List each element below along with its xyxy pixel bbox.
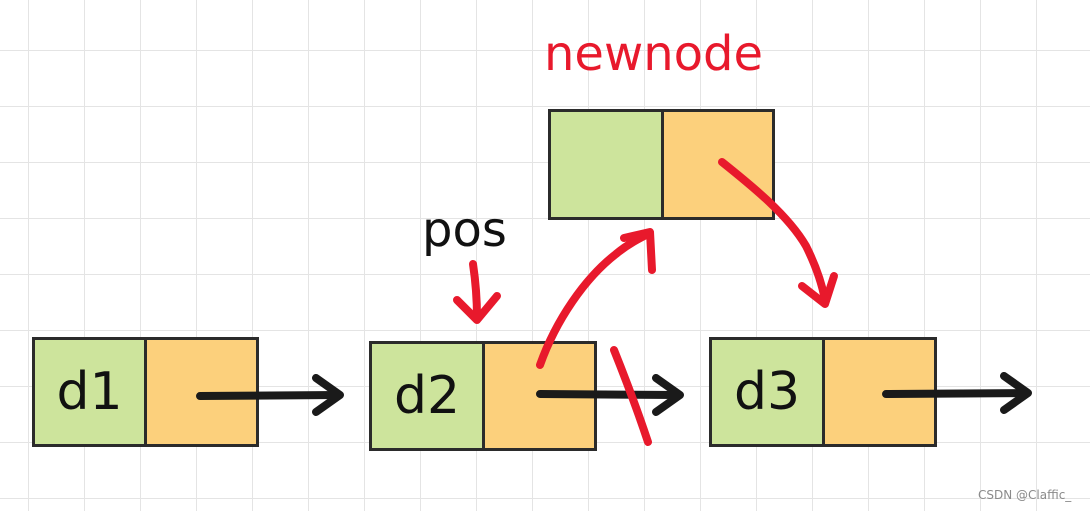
arrow-d1-to-d2	[196, 391, 342, 400]
cut-mark-old-link	[610, 346, 652, 446]
arrowhead-d1-to-d2	[312, 374, 344, 416]
pos-pointer-arrowhead	[453, 292, 501, 324]
node-d3-label: d3	[733, 362, 801, 422]
arrow-d2-to-newnode	[536, 230, 652, 369]
arrowhead-d2-to-newnode	[620, 228, 656, 274]
newnode-data-cell	[548, 109, 664, 220]
arrow-d2-to-d3	[536, 390, 682, 399]
node-d1-data-cell: d1	[32, 337, 147, 447]
pos-pointer-arrow	[469, 260, 481, 322]
arrowhead-newnode-to-d3	[798, 272, 838, 308]
newnode-next-cell	[661, 109, 775, 220]
node-d2-label: d2	[393, 366, 461, 426]
node-d2-data-cell: d2	[369, 341, 485, 451]
node-d1-label: d1	[56, 362, 123, 422]
arrow-newnode-to-d3	[718, 158, 829, 304]
pos-label: pos	[422, 202, 507, 258]
watermark: CSDN @Claffic_	[978, 488, 1072, 502]
newnode-label: newnode	[544, 26, 763, 82]
arrowhead-d3-next	[1000, 372, 1032, 414]
node-d3-data-cell: d3	[709, 337, 825, 447]
arrow-d3-next	[882, 389, 1030, 398]
arrowhead-d2-to-d3	[652, 374, 684, 416]
